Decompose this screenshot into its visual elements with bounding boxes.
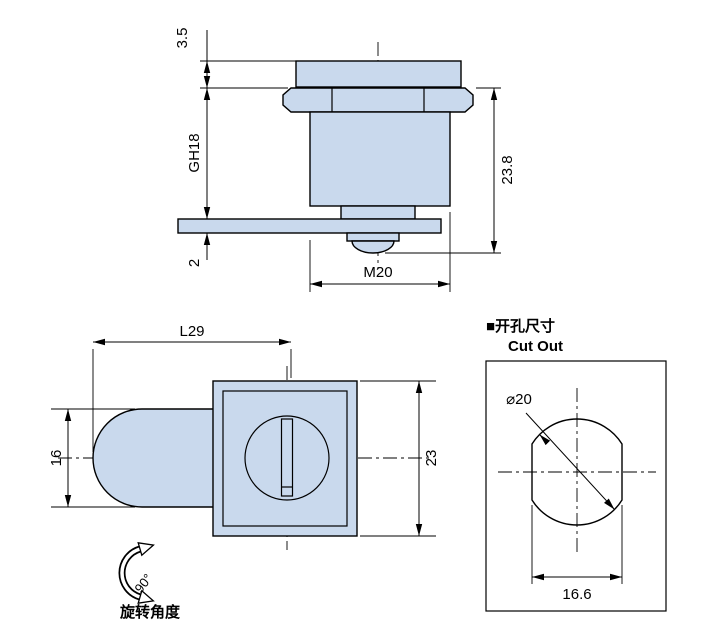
barrel bbox=[92, 408, 219, 508]
cutout-frame bbox=[485, 360, 667, 612]
dim-16-label: 16 bbox=[48, 450, 65, 467]
neck bbox=[340, 205, 416, 220]
key-slot bbox=[280, 418, 294, 497]
dim-23-8-label: 23.8 bbox=[499, 155, 516, 184]
flange bbox=[295, 60, 462, 88]
cutout-heading-cn: ■开孔尺寸 bbox=[486, 317, 555, 335]
hex-nut bbox=[282, 87, 474, 113]
rotation-arrowhead-bottom bbox=[137, 589, 155, 604]
dim-2-label: 2 bbox=[186, 259, 203, 267]
dim-3-5-label: 3.5 bbox=[174, 28, 191, 49]
cutout-hole bbox=[531, 418, 623, 526]
dim-gh18-label: GH18 bbox=[186, 133, 203, 172]
side-view: L29 16 23 90° 旋转角度 bbox=[48, 323, 440, 621]
rotation-arrow bbox=[118, 542, 155, 604]
tip-dome bbox=[351, 240, 395, 254]
front-view: 3.5 GH18 2 23.8 M20 bbox=[174, 28, 516, 292]
tip-block bbox=[346, 232, 400, 242]
lock-body bbox=[309, 111, 451, 207]
dim-l29-label: L29 bbox=[179, 323, 204, 340]
rotation-arc-core bbox=[120, 547, 141, 599]
dim-m20-label: M20 bbox=[363, 264, 392, 281]
cutout-view: ■开孔尺寸 Cut Out ⌀20 16.6 bbox=[485, 317, 667, 612]
dim-diameter-label: ⌀20 bbox=[506, 391, 532, 408]
dim-line-diameter-arrow bbox=[539, 434, 551, 446]
housing-inner-face bbox=[222, 390, 348, 527]
cylinder-face bbox=[244, 415, 330, 501]
rotation-arrowhead-top bbox=[137, 542, 155, 557]
dim-16-6-label: 16.6 bbox=[562, 586, 591, 603]
dim-23-label: 23 bbox=[423, 450, 440, 467]
rotation-caption: 旋转角度 bbox=[119, 603, 181, 621]
square-housing bbox=[212, 380, 358, 537]
cutout-heading-en: Cut Out bbox=[508, 338, 563, 355]
dim-line-diameter bbox=[525, 412, 615, 510]
cam-plate bbox=[177, 218, 442, 234]
